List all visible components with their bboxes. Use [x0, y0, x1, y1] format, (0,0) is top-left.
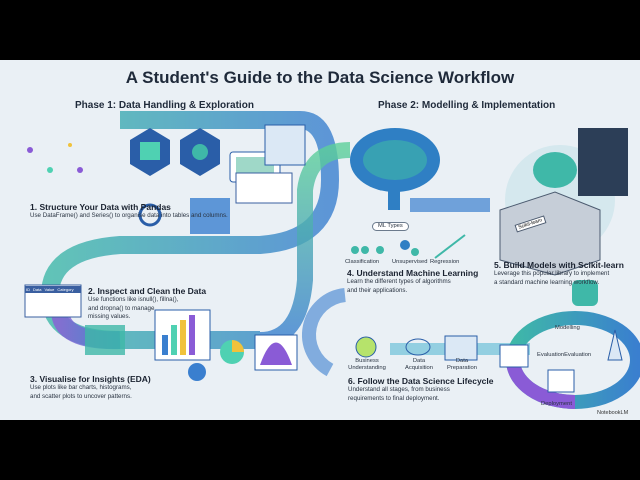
step-description: Learn the different types of algorithms	[347, 278, 451, 285]
stage-label: Acquisition	[404, 365, 434, 371]
column-header: Data	[33, 287, 42, 292]
step-description: Leverage this popular library to impleme…	[494, 270, 610, 277]
step-description: missing values.	[88, 313, 131, 321]
ml-type-classification: Classification	[345, 259, 380, 265]
step-2: 2. Inspect and Clean the Data Use functi…	[88, 286, 206, 322]
step-title: 1. Structure Your Data with Pandas	[30, 202, 171, 212]
infographic: A Student's Guide to the Data Science Wo…	[0, 60, 640, 420]
table-header: ID Data Value Category	[25, 286, 81, 293]
ml-types-label: ML Types	[372, 222, 409, 231]
step-title: 4. Understand Machine Learning	[347, 268, 479, 278]
stage-label: Preparation	[447, 365, 477, 371]
step-description: and dropna() to manage	[88, 304, 155, 312]
stage-label: Business	[355, 358, 379, 364]
column-header: Category	[57, 287, 74, 292]
step-5: 5. Build Models with Scikit-learn Levera…	[494, 260, 624, 287]
stage-evaluation: EvaluationEvaluation	[537, 352, 592, 358]
step-description: requirements to final deployment.	[348, 394, 440, 402]
step-1: 1. Structure Your Data with Pandas Use D…	[30, 202, 228, 221]
stage-label: Data	[455, 358, 469, 364]
step-3: 3. Visualise for Insights (EDA) Use plot…	[30, 374, 151, 401]
stage-deployment: Deployment	[541, 401, 572, 407]
phase-2-heading: Phase 2: Modelling & Implementation	[378, 100, 556, 111]
step-title: 5. Build Models with Scikit-learn	[494, 260, 624, 270]
notebooklm-watermark: NotebookLM	[597, 410, 629, 416]
page-title: A Student's Guide to the Data Science Wo…	[125, 68, 515, 87]
step-description: Use functions like isnull(), fillna(),	[88, 296, 179, 303]
step-description: Use DataFrame() and Series() to organise…	[30, 212, 228, 219]
ml-type-regression: Regression	[430, 259, 460, 265]
step-description: Understand all stages, from business	[348, 386, 450, 393]
stage-label: Understanding	[348, 365, 386, 371]
step-title: 2. Inspect and Clean the Data	[88, 286, 207, 296]
ml-type-unsupervised: Unsupervised	[392, 259, 428, 265]
workflow-path-graphic	[24, 111, 640, 409]
step-description: and their applications.	[347, 286, 408, 294]
column-header: Value	[44, 287, 55, 292]
phase-1-heading: Phase 1: Data Handling & Exploration	[75, 100, 254, 111]
step-description: a standard machine learning workflow.	[494, 278, 600, 286]
step-6: 6. Follow the Data Science Lifecycle Und…	[348, 376, 494, 403]
stage-modelling: Modelling	[555, 325, 580, 331]
step-title: 3. Visualise for Insights (EDA)	[30, 374, 151, 384]
stage-label: Data	[412, 358, 426, 364]
step-4: 4. Understand Machine Learning Learn the…	[347, 268, 478, 295]
column-header: ID	[26, 287, 30, 292]
step-description: and scatter plots to uncover patterns.	[30, 392, 132, 400]
step-description: Use plots like bar charts, histograms,	[30, 384, 132, 391]
step-title: 6. Follow the Data Science Lifecycle	[348, 376, 494, 386]
